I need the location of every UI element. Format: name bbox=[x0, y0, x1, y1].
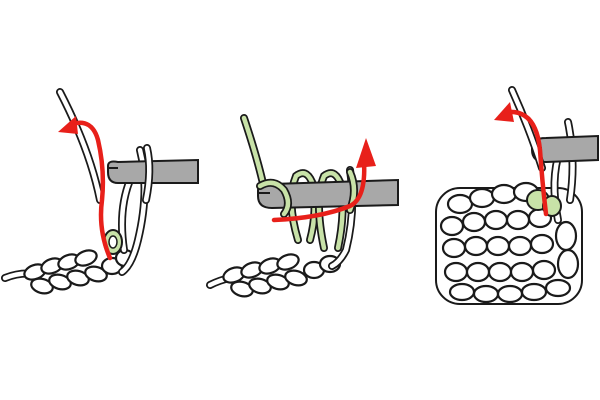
foundation-chain bbox=[222, 253, 342, 298]
crochet-fabric bbox=[435, 181, 583, 305]
working-yarn bbox=[56, 88, 104, 204]
curved-arrow-left-icon bbox=[58, 116, 113, 261]
step-1-panel bbox=[1, 88, 199, 295]
curved-arrow-up-icon bbox=[271, 138, 376, 223]
curved-arrow-left-icon bbox=[494, 102, 549, 217]
foundation-chain bbox=[23, 248, 136, 295]
step-3-panel bbox=[435, 86, 599, 305]
step-2-panel bbox=[206, 114, 399, 298]
yarn-over-strand bbox=[142, 144, 154, 204]
